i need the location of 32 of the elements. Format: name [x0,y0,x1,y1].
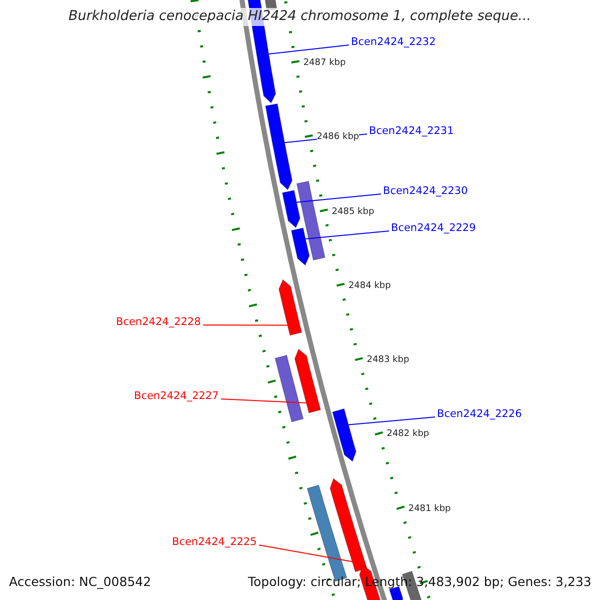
gene-feature [294,348,322,414]
leader-line [296,194,382,203]
gene-bar [274,354,304,422]
gene-label: Bcen2424_2228 [116,316,201,328]
gene-label: Bcen2424_2226 [437,408,522,420]
gene-label: Bcen2424_2230 [383,185,468,198]
accession-text: Accession: NC_008542 [9,575,152,590]
leader-line [348,416,436,426]
tick-label: 2483 kbp [366,355,410,366]
gene-feature [265,103,293,190]
gene-feature [282,190,300,228]
gene-label: Bcen2424_2229 [391,222,476,234]
tick-label: 2482 kbp [386,429,430,440]
gene-label: Bcen2424_2227 [134,390,219,402]
gene-feature [290,228,310,266]
gene-feature [332,408,356,462]
gene-bar [296,180,326,261]
gene-label: Bcen2424_2225 [172,536,257,548]
gene-label: Bcen2424_2232 [351,36,436,48]
tick-label: 2487 kbp [303,58,346,68]
leader-line [202,324,288,326]
gene-feature [330,478,368,572]
tick-label: 2486 kbp [316,132,360,143]
leader-line [220,398,307,404]
gene-feature [278,279,302,336]
leader-line [258,544,353,562]
leader-line [268,44,350,55]
leader-line [305,230,390,240]
tick-label: 2485 kbp [332,206,374,217]
tick-label: 2484 kbp [348,280,391,292]
gene-label: Bcen2424_2231 [369,125,454,138]
tick-label: 2481 kbp [408,504,451,514]
